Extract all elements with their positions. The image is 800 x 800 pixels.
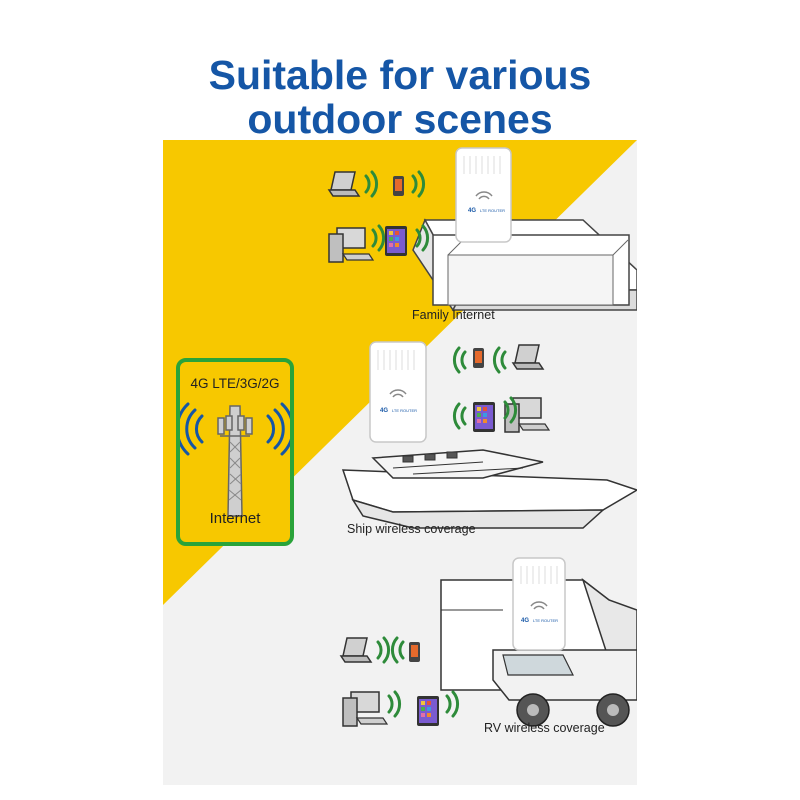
desktop-icon	[328, 227, 375, 263]
ship-coverage-caption: Ship wireless coverage	[347, 522, 476, 536]
svg-text:LTE ROUTER: LTE ROUTER	[392, 408, 417, 413]
phone-icon	[409, 642, 420, 662]
page-title-line-2: outdoor scenes	[247, 96, 553, 142]
tablet-icon	[385, 226, 407, 256]
internet-label: Internet	[209, 510, 261, 527]
svg-text:4G: 4G	[380, 408, 388, 414]
cell-tower-card: 4G LTE/3G/2G Internet	[176, 358, 294, 546]
family-internet-caption: Family Internet	[412, 308, 495, 322]
svg-text:4G: 4G	[521, 618, 529, 624]
svg-text:LTE ROUTER: LTE ROUTER	[533, 618, 558, 623]
phone-icon	[473, 348, 484, 368]
svg-text:4G: 4G	[468, 208, 476, 214]
wifi-signal-icon	[364, 170, 430, 252]
ship-illustration	[341, 449, 637, 529]
page-title-line-1: Suitable for various	[208, 52, 592, 98]
wifi-signal-icon	[452, 346, 518, 430]
tablet-icon	[473, 402, 495, 432]
phone-icon	[393, 176, 404, 196]
laptop-icon	[327, 171, 361, 197]
laptop-icon	[511, 344, 545, 370]
desktop-icon	[342, 691, 389, 727]
router-rv: 4G LTE ROUTER	[512, 557, 566, 651]
network-type-label: 4G LTE/3G/2G	[190, 376, 280, 391]
router-house: 4G LTE ROUTER	[455, 147, 512, 243]
scenes-panel: 4G LTE ROUTER	[163, 140, 637, 785]
laptop-icon	[339, 637, 373, 663]
tablet-icon	[417, 696, 439, 726]
cell-tower-icon	[180, 402, 290, 517]
wifi-signal-icon	[376, 636, 460, 718]
rv-coverage-caption: RV wireless coverage	[484, 721, 605, 735]
router-ship: 4G LTE ROUTER	[369, 341, 427, 443]
desktop-icon	[504, 397, 551, 433]
house-illustration	[412, 218, 637, 312]
svg-text:LTE ROUTER: LTE ROUTER	[480, 208, 505, 213]
